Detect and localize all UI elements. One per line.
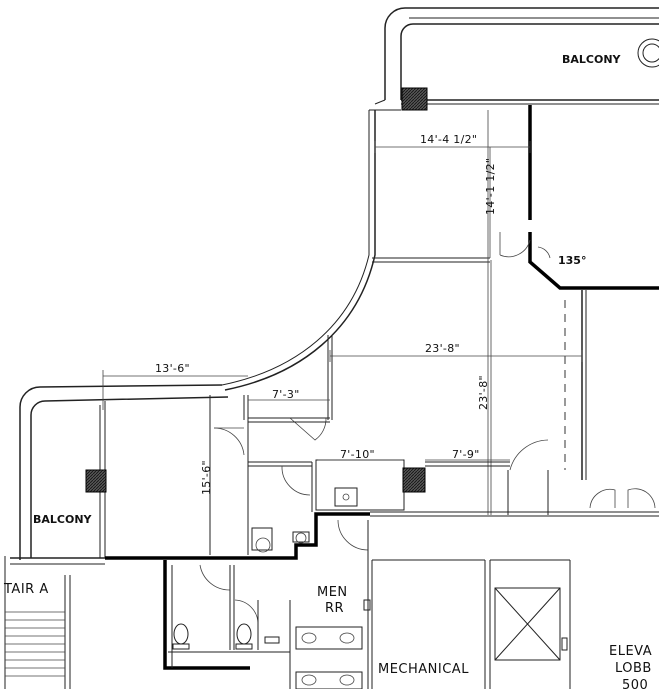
dim-23-8-horizontal: 23'-8" [425, 342, 460, 355]
interior-walls [4, 105, 659, 689]
column-left [85, 469, 107, 493]
dim-14-4-half: 14'-4 1/2" [420, 133, 477, 146]
column-top [401, 87, 428, 111]
elevator-shaft [494, 587, 561, 661]
men-rr-label-line1: MEN [317, 585, 348, 600]
dim-13-6: 13'-6" [155, 362, 190, 375]
men-rr-label-line2: RR [325, 601, 344, 616]
elevator-lobby-line3: 500 [622, 678, 648, 689]
elevator-lobby-line1: ELEVA [609, 644, 652, 659]
stair-label: TAIR A [3, 582, 49, 597]
mechanical-label: MECHANICAL [378, 662, 469, 677]
stair-treads [5, 611, 65, 677]
dim-7-3: 7'-3" [272, 388, 300, 401]
dim-14-1-half: 14'-1 1/2" [484, 158, 497, 215]
angle-label: 135° [558, 254, 586, 267]
dim-15-6: 15'-6" [200, 460, 213, 495]
top-balcony [384, 7, 659, 111]
column-center [402, 467, 426, 493]
balcony-top-label: BALCONY [562, 53, 622, 66]
dimension-lines [102, 141, 583, 461]
round-vent-top [637, 38, 659, 68]
elevator-lobby-line2: LOBB [615, 661, 652, 676]
balcony-left-label: BALCONY [33, 513, 93, 526]
dim-7-10: 7'-10" [340, 448, 375, 461]
left-balcony [10, 384, 229, 565]
curved-exterior-wall [221, 99, 401, 391]
dim-7-9: 7'-9" [452, 448, 480, 461]
dim-23-8-vertical: 23'-8" [477, 375, 490, 410]
